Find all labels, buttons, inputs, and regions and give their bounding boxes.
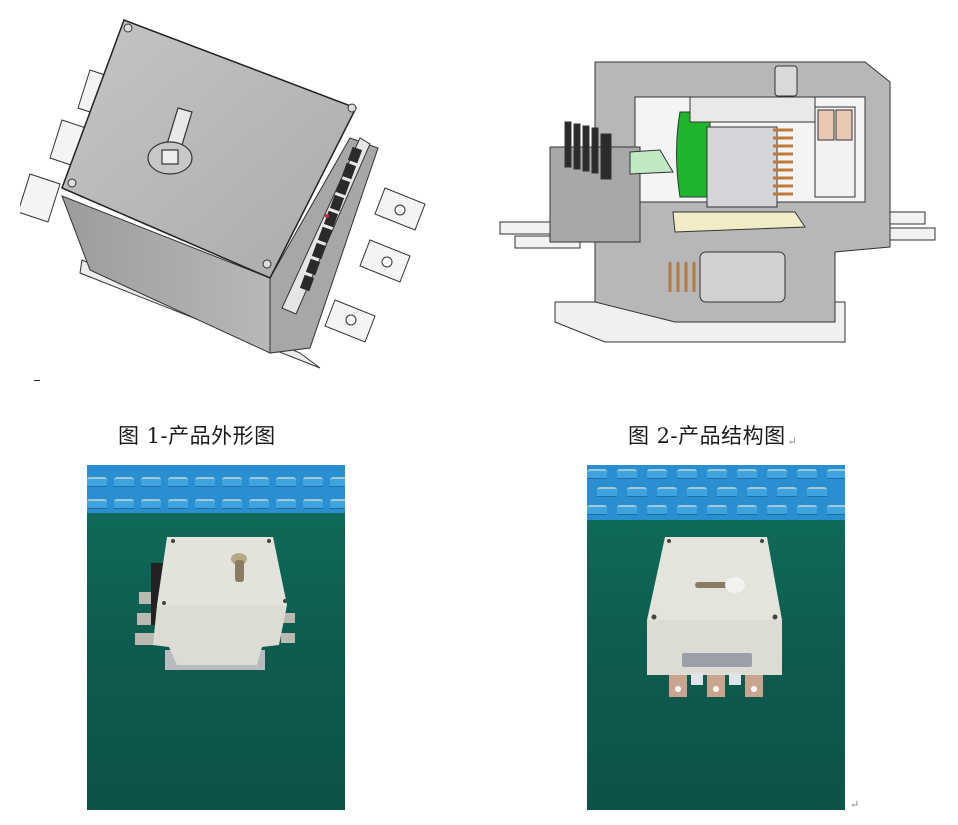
figure-1-caption-text: 图 1-产品外形图 [118,424,276,448]
product-housing-photo-2 [647,537,782,697]
figure-1-caption: 图 1-产品外形图 [118,420,276,450]
figure-2-caption: 图 2-产品结构图↵ [628,420,797,450]
photo-2-product-front-view [587,465,845,810]
paragraph-mark-icon: ↵ [787,435,798,448]
stray-dash-mark [34,380,40,381]
paragraph-mark-icon: ↵ [850,798,860,811]
figure-1-product-exterior [20,8,440,380]
figure-2-product-structure [495,52,940,352]
photo-1-product-side-view [87,465,345,810]
product-housing-photo-1 [135,537,295,670]
product-exterior-cad-image [20,19,426,369]
figure-2-caption-text: 图 2-产品结构图 [628,424,786,448]
product-structure-cad-image [499,61,936,343]
